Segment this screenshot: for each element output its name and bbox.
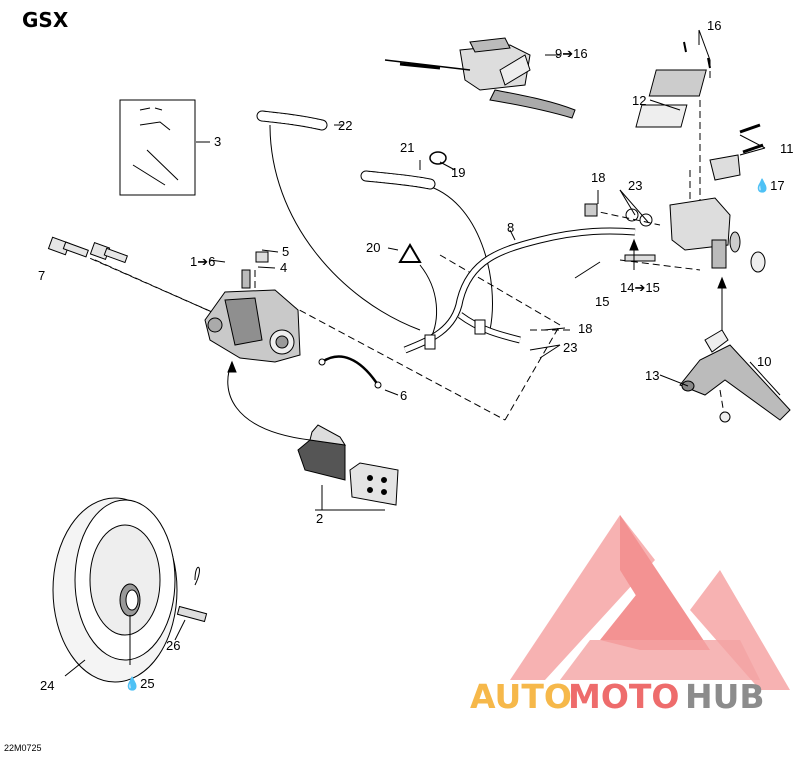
watermark-text: AUTO MOTO HUB <box>470 677 765 716</box>
figure-code: 22M0725 <box>4 743 42 753</box>
callout-13: 13 <box>645 368 659 383</box>
watermark-moto: MOTO <box>568 677 679 716</box>
page-title: GSX <box>22 8 69 32</box>
callout-19: 19 <box>451 165 465 180</box>
callout-15: 15 <box>595 294 609 309</box>
hose-21 <box>360 170 436 190</box>
brake-lever <box>679 329 791 423</box>
spring-6 <box>318 355 382 389</box>
mount-bolts <box>47 236 129 264</box>
clip-20 <box>398 243 422 263</box>
callout-21: 21 <box>400 140 414 155</box>
callout-9-16: 9➔16 <box>555 46 588 61</box>
pin-kit-box <box>119 99 196 196</box>
callout-26: 26 <box>166 638 180 653</box>
arrows <box>227 238 727 373</box>
brake-disc <box>52 497 208 683</box>
callout-7: 7 <box>38 268 45 283</box>
callout-5: 5 <box>282 244 289 259</box>
watermark-auto: AUTO <box>470 677 572 716</box>
callout-labels: 1➔6 2 3 4 5 6 7 8 9➔16 10 11 12 13 14➔15… <box>38 18 794 693</box>
callout-18-top: 18 <box>591 170 605 185</box>
callout-12: 12 <box>632 93 646 108</box>
callout-22: 22 <box>338 118 352 133</box>
callout-25: 💧25 <box>124 676 155 691</box>
callout-11: 11 <box>780 141 794 156</box>
callout-10: 10 <box>757 354 771 369</box>
callout-2: 2 <box>316 511 323 526</box>
brake-pads <box>297 424 399 506</box>
caliper <box>204 251 301 363</box>
callout-16: 16 <box>707 18 721 33</box>
callout-8: 8 <box>507 220 514 235</box>
hose-22 <box>256 110 328 131</box>
watermark-logo <box>510 515 790 690</box>
callout-3: 3 <box>214 134 221 149</box>
callout-23-top: 23 <box>628 178 642 193</box>
callout-6: 6 <box>400 388 407 403</box>
callout-17: 💧17 <box>754 178 785 193</box>
callout-18-bottom: 18 <box>578 321 592 336</box>
assembly-dashes <box>59 60 726 421</box>
callout-1-6: 1➔6 <box>190 254 215 269</box>
top-master-cylinder <box>384 37 576 119</box>
watermark-hub: HUB <box>685 677 765 716</box>
clamp-19 <box>429 151 447 165</box>
callout-14-15: 14➔15 <box>620 280 660 295</box>
callout-24: 24 <box>40 678 54 693</box>
callout-4: 4 <box>280 260 287 275</box>
brake-line <box>403 227 636 354</box>
callout-23-bottom: 23 <box>563 340 577 355</box>
callout-leaders <box>64 29 781 677</box>
right-master-cylinder <box>574 41 766 279</box>
callout-20: 20 <box>366 240 380 255</box>
